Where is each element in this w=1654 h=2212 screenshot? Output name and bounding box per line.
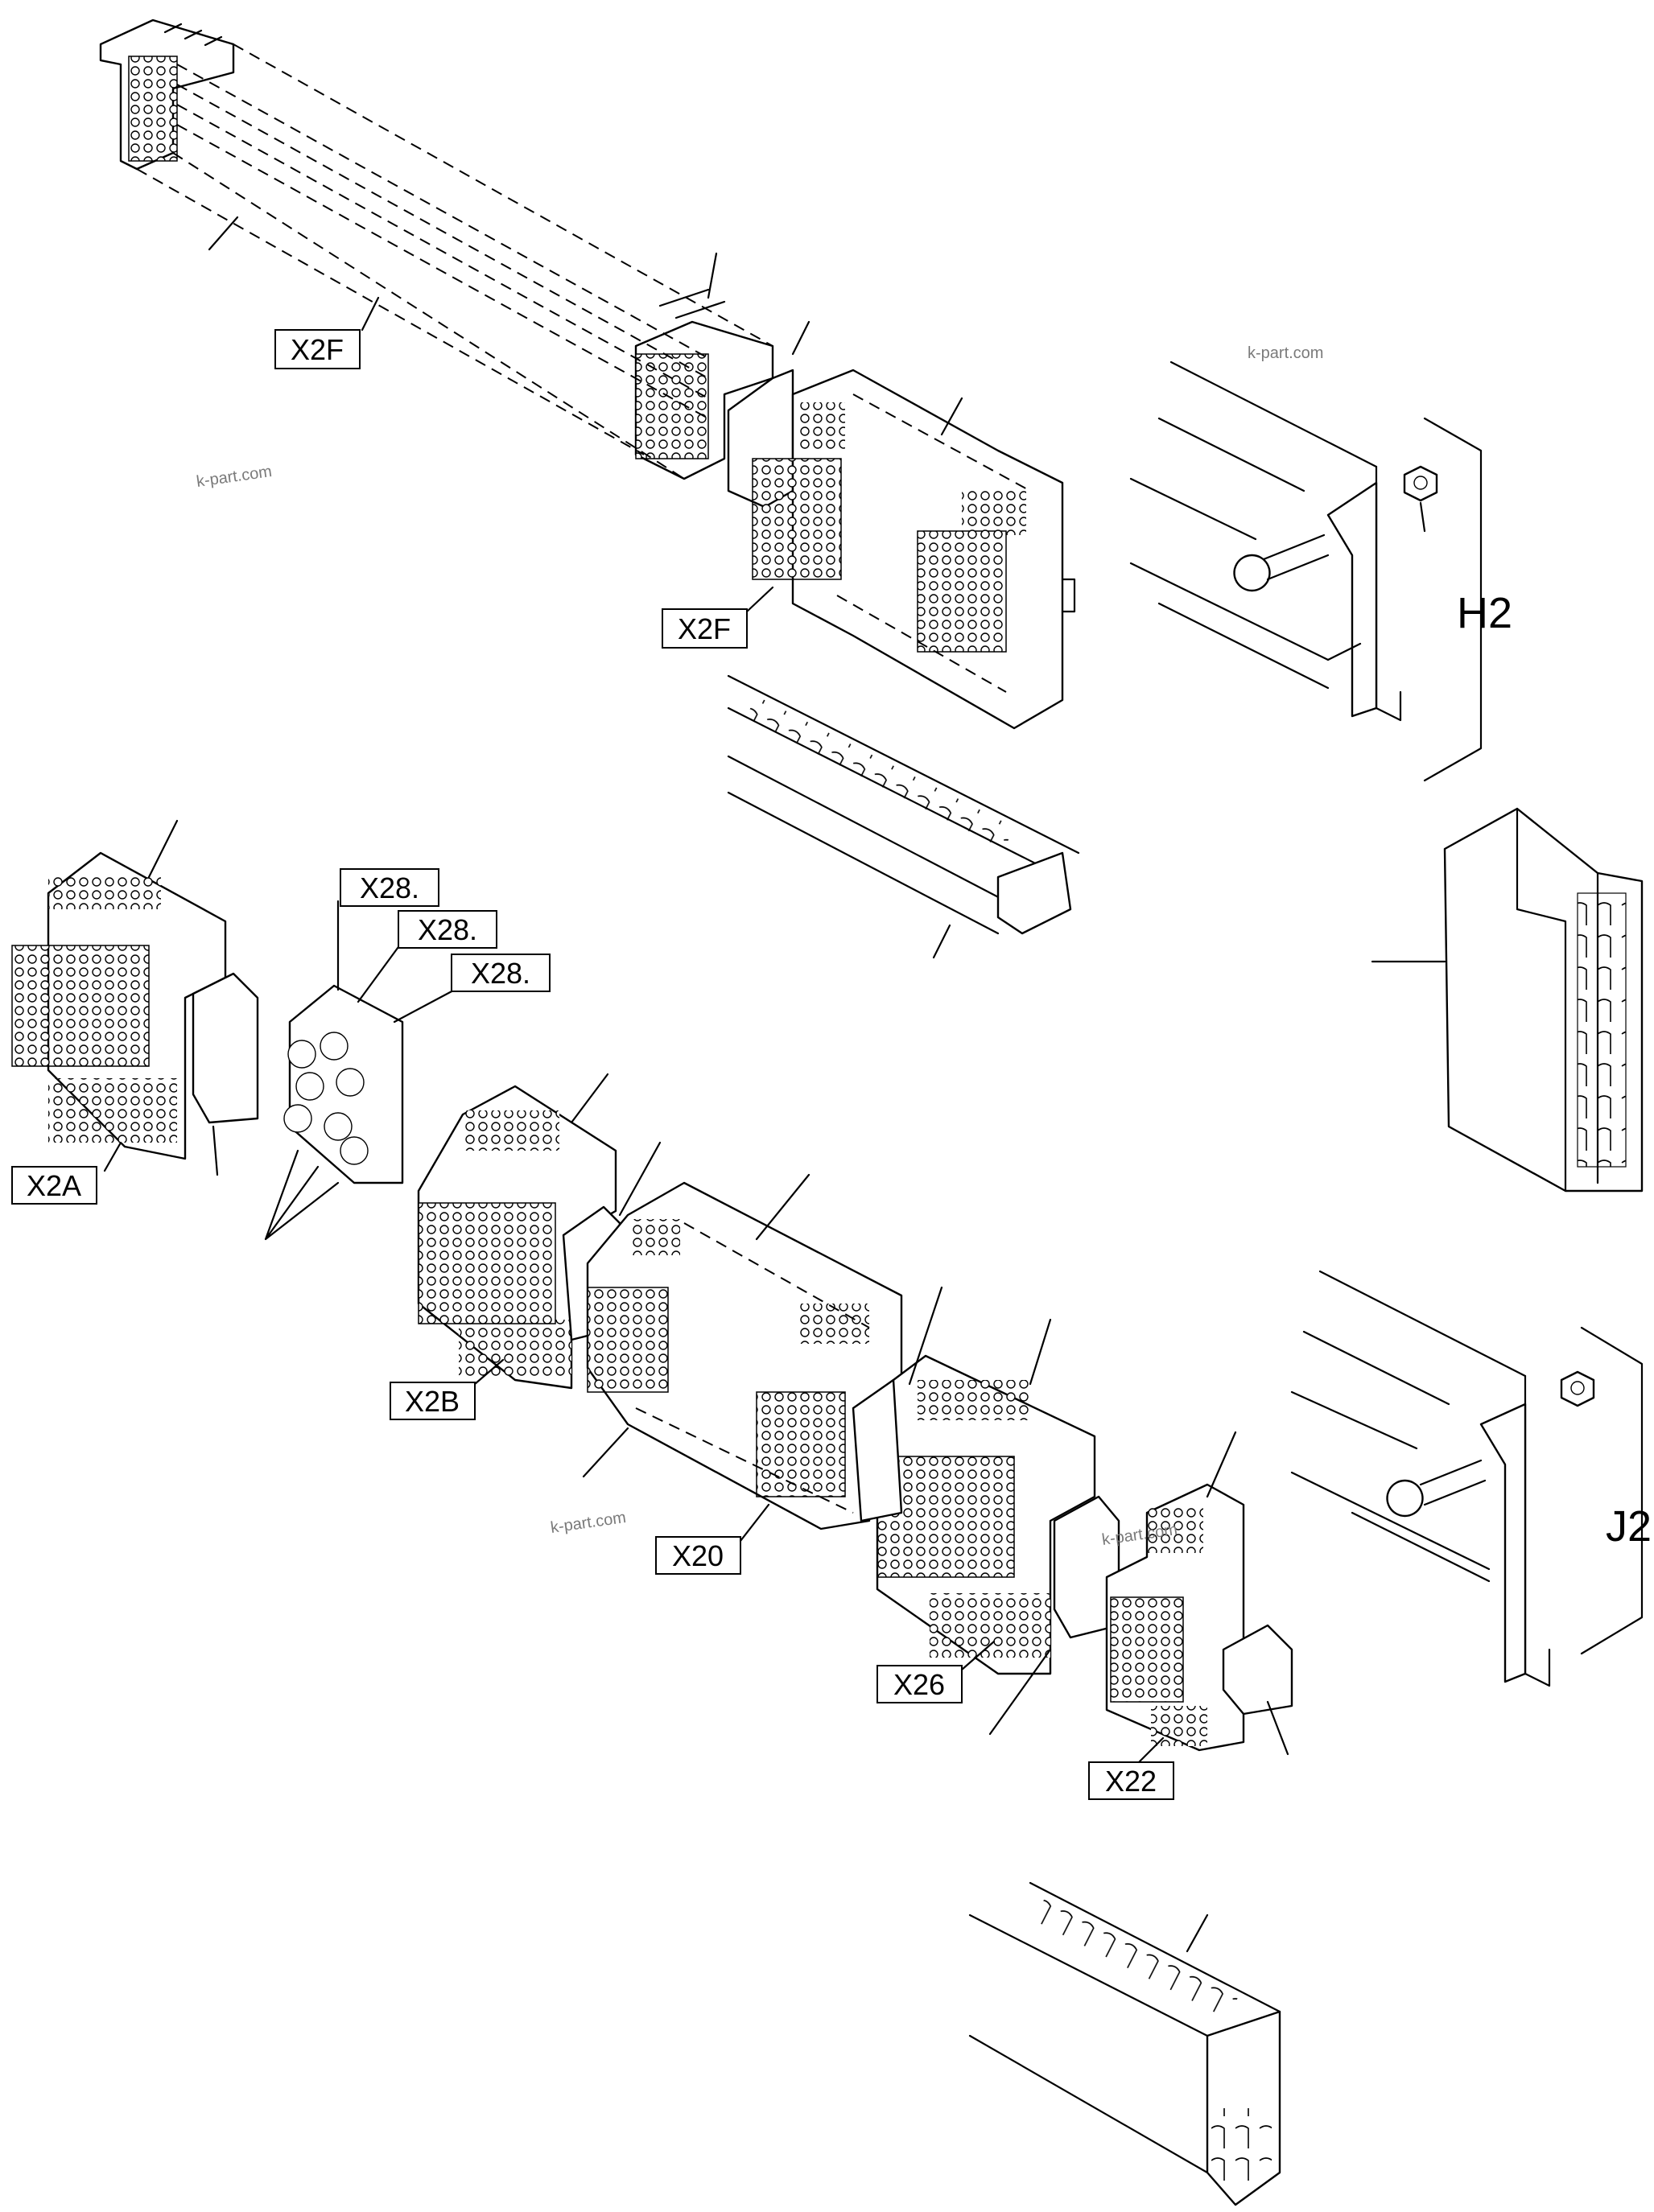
terminal-block-x2f — [752, 369, 1076, 730]
watermark: k-part.com — [196, 463, 274, 491]
channel-j2: J2 — [1290, 1270, 1652, 1687]
label-x2b: X2B — [390, 1358, 505, 1420]
din-rail-top — [727, 674, 1080, 959]
label-x26: X26 — [876, 1640, 996, 1703]
wiring-duct-bottom — [968, 1881, 1281, 2206]
terminal-block-x26 — [852, 1286, 1120, 1736]
svg-text:X28.: X28. — [418, 913, 477, 946]
label-x28-c: X28. — [451, 954, 551, 992]
terminal-group-x28 — [264, 900, 456, 1241]
channel-h2: H2 k-part.com — [1129, 344, 1512, 782]
svg-text:X22: X22 — [1105, 1765, 1157, 1798]
label-x28-b: X28. — [398, 910, 497, 949]
label-h2: H2 — [1457, 589, 1512, 637]
wiring-duct-vertical — [1371, 807, 1644, 1193]
label-x2f-mid: X2F — [662, 586, 774, 649]
svg-text:X20: X20 — [672, 1539, 724, 1572]
terminal-block-x20 — [582, 1173, 903, 1530]
terminal-block-x2a — [11, 819, 259, 1176]
svg-text:X2B: X2B — [405, 1385, 460, 1418]
label-x20: X20 — [655, 1503, 770, 1575]
svg-text:X2A: X2A — [27, 1169, 81, 1202]
label-x22: X22 — [1088, 1736, 1174, 1800]
svg-text:X28.: X28. — [360, 871, 419, 904]
svg-text:X2F: X2F — [291, 333, 344, 366]
svg-text:X28.: X28. — [471, 957, 530, 990]
terminal-block-x22 — [1105, 1431, 1293, 1756]
label-x2a: X2A — [11, 1166, 97, 1205]
label-x2f-top: X2F — [274, 329, 361, 369]
watermark: k-part.com — [1248, 344, 1323, 362]
watermark: k-part.com — [550, 1509, 628, 1537]
svg-text:X26: X26 — [893, 1668, 945, 1701]
svg-text:X2F: X2F — [678, 612, 731, 645]
label-x28-a: X28. — [340, 868, 439, 907]
label-j2: J2 — [1606, 1502, 1652, 1551]
top-terminal-strip — [99, 19, 774, 480]
